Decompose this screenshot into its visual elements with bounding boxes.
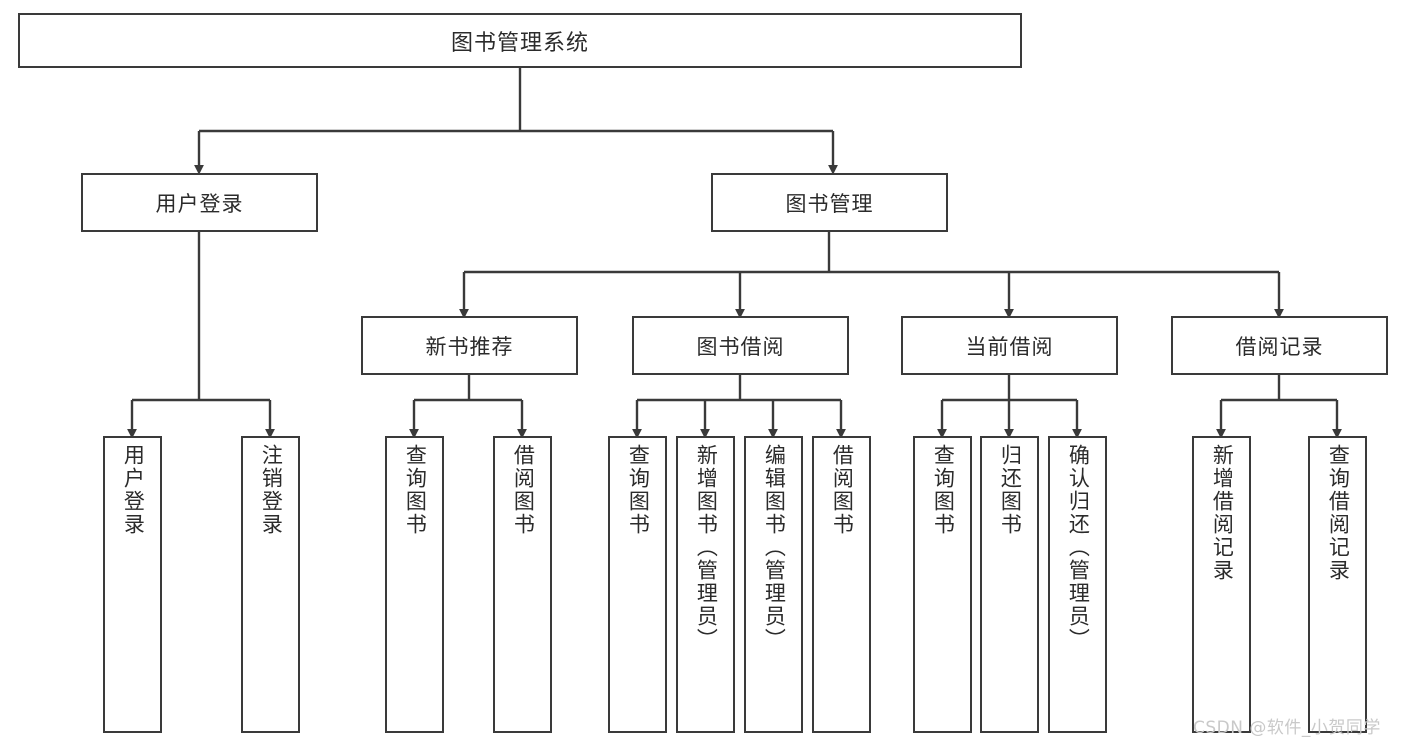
leaf-current-confirm-return-admin[interactable]: 确认归还（管理员） bbox=[1048, 436, 1107, 733]
leaf-label: 借阅图书 bbox=[511, 444, 536, 536]
leaf-borrow-add-book-admin[interactable]: 新增图书（管理员） bbox=[676, 436, 735, 733]
leaf-recommend-borrow-book[interactable]: 借阅图书 bbox=[493, 436, 552, 733]
node-label: 图书管理系统 bbox=[450, 30, 589, 56]
leaf-label: 查询图书 bbox=[403, 444, 428, 536]
node-root-book-management-system[interactable]: 图书管理系统 bbox=[18, 13, 1022, 68]
leaf-label: 新增图书（管理员） bbox=[694, 444, 719, 651]
leaf-label: 借阅图书 bbox=[830, 444, 855, 536]
node-label: 用户登录 bbox=[155, 191, 244, 216]
leaf-borrow-borrow-book[interactable]: 借阅图书 bbox=[812, 436, 871, 733]
leaf-current-query-book[interactable]: 查询图书 bbox=[913, 436, 972, 733]
node-label: 当前借阅 bbox=[965, 334, 1054, 359]
leaf-user-login-logout[interactable]: 注销登录 bbox=[241, 436, 300, 733]
leaf-label: 确认归还（管理员） bbox=[1066, 444, 1091, 651]
leaf-user-login-login[interactable]: 用户登录 bbox=[103, 436, 162, 733]
node-label: 新书推荐 bbox=[425, 334, 514, 359]
leaf-borrow-query-book[interactable]: 查询图书 bbox=[608, 436, 667, 733]
leaf-label: 编辑图书（管理员） bbox=[762, 444, 787, 651]
node-user-login[interactable]: 用户登录 bbox=[81, 173, 318, 232]
leaf-label: 查询借阅记录 bbox=[1326, 444, 1351, 582]
leaf-label: 查询图书 bbox=[626, 444, 651, 536]
leaf-label: 注销登录 bbox=[259, 444, 284, 536]
leaf-label: 查询图书 bbox=[931, 444, 956, 536]
leaf-label: 归还图书 bbox=[998, 444, 1023, 536]
leaf-label: 用户登录 bbox=[121, 444, 146, 536]
node-book-borrow[interactable]: 图书借阅 bbox=[632, 316, 849, 375]
leaf-records-add-record[interactable]: 新增借阅记录 bbox=[1192, 436, 1251, 733]
leaf-current-return-book[interactable]: 归还图书 bbox=[980, 436, 1039, 733]
node-label: 借阅记录 bbox=[1235, 334, 1324, 359]
leaf-borrow-edit-book-admin[interactable]: 编辑图书（管理员） bbox=[744, 436, 803, 733]
leaf-label: 新增借阅记录 bbox=[1210, 444, 1235, 582]
node-current-borrow[interactable]: 当前借阅 bbox=[901, 316, 1118, 375]
csdn-watermark: CSDN @软件_小贺同学 bbox=[1193, 718, 1381, 738]
leaf-recommend-query-book[interactable]: 查询图书 bbox=[385, 436, 444, 733]
leaf-records-query-record[interactable]: 查询借阅记录 bbox=[1308, 436, 1367, 733]
node-borrow-records[interactable]: 借阅记录 bbox=[1171, 316, 1388, 375]
node-book-management[interactable]: 图书管理 bbox=[711, 173, 948, 232]
node-new-book-recommend[interactable]: 新书推荐 bbox=[361, 316, 578, 375]
node-label: 图书管理 bbox=[785, 191, 874, 216]
node-label: 图书借阅 bbox=[696, 334, 785, 359]
